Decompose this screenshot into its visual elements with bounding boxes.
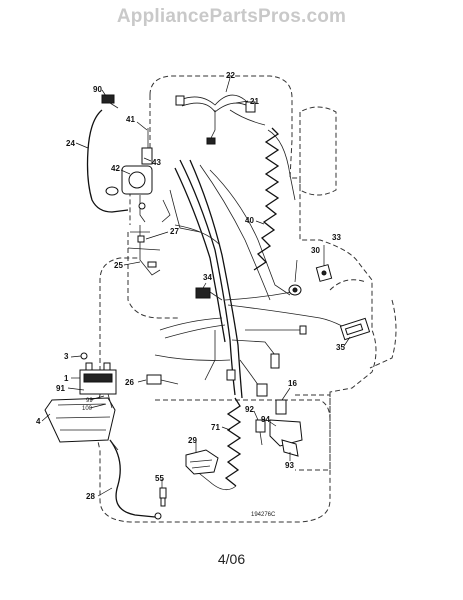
leader-lines (41, 77, 351, 497)
callout-16: 16 (288, 379, 297, 388)
callout-33: 33 (332, 233, 341, 242)
ignition-module-35 (339, 317, 371, 341)
callout-94: 94 (261, 415, 270, 424)
key-switch-34 (195, 287, 223, 301)
callout-55: 55 (155, 474, 164, 483)
seat-switch-29 (185, 449, 219, 475)
switch-16 (275, 399, 287, 415)
wire-24 (86, 109, 129, 213)
watermark: AppliancePartsPros.com (116, 6, 347, 27)
callout-30: 30 (311, 246, 320, 255)
callout-28: 28 (86, 492, 95, 501)
switch-90 (101, 94, 119, 109)
solenoid-assembly (121, 128, 153, 223)
callout-40: 40 (245, 216, 254, 225)
headlight-harness (175, 94, 266, 145)
callout-3: 3 (64, 352, 69, 361)
callout-71: 71 (211, 423, 220, 432)
callout-43: 43 (152, 158, 161, 167)
callout-21: 21 (250, 97, 259, 106)
switch-92 (255, 419, 266, 446)
callout-25: 25 (114, 261, 123, 270)
connector-33 (315, 264, 333, 282)
callout-92: 92 (245, 405, 254, 414)
coiled-wire-40 (253, 127, 296, 271)
callout-labels: 22 21 90 41 24 43 42 27 25 40 30 33 34 3… (36, 71, 345, 518)
callout-91: 91 (56, 384, 65, 393)
callout-100: 100 (82, 406, 93, 412)
bolt-55 (159, 487, 167, 507)
bracket-93 (281, 439, 299, 457)
callout-90: 90 (93, 85, 102, 94)
callout-1: 1 (64, 374, 69, 383)
switch-26 (146, 374, 179, 385)
callout-24: 24 (66, 139, 75, 148)
callout-29: 29 (188, 436, 197, 445)
diagram-code: 194276C (251, 512, 276, 518)
connector-30 (288, 284, 302, 296)
callout-4: 4 (36, 417, 41, 426)
page-label: 4/06 (217, 551, 246, 567)
callout-26: 26 (125, 378, 134, 387)
callout-93: 93 (285, 461, 294, 470)
main-harness (154, 159, 343, 399)
callout-27: 27 (170, 227, 179, 236)
callout-35: 35 (336, 343, 345, 352)
callout-41: 41 (126, 115, 135, 124)
engine-connectors (226, 325, 307, 397)
battery-assembly (44, 352, 117, 443)
bracket-25-27 (127, 225, 161, 276)
battery-cable-28 (109, 439, 162, 520)
callout-34: 34 (203, 273, 212, 282)
callout-99: 99 (86, 398, 93, 404)
coiled-wire-71 (194, 397, 242, 491)
mower-outline (95, 75, 397, 523)
callout-42: 42 (111, 164, 120, 173)
callout-22: 22 (226, 71, 235, 80)
